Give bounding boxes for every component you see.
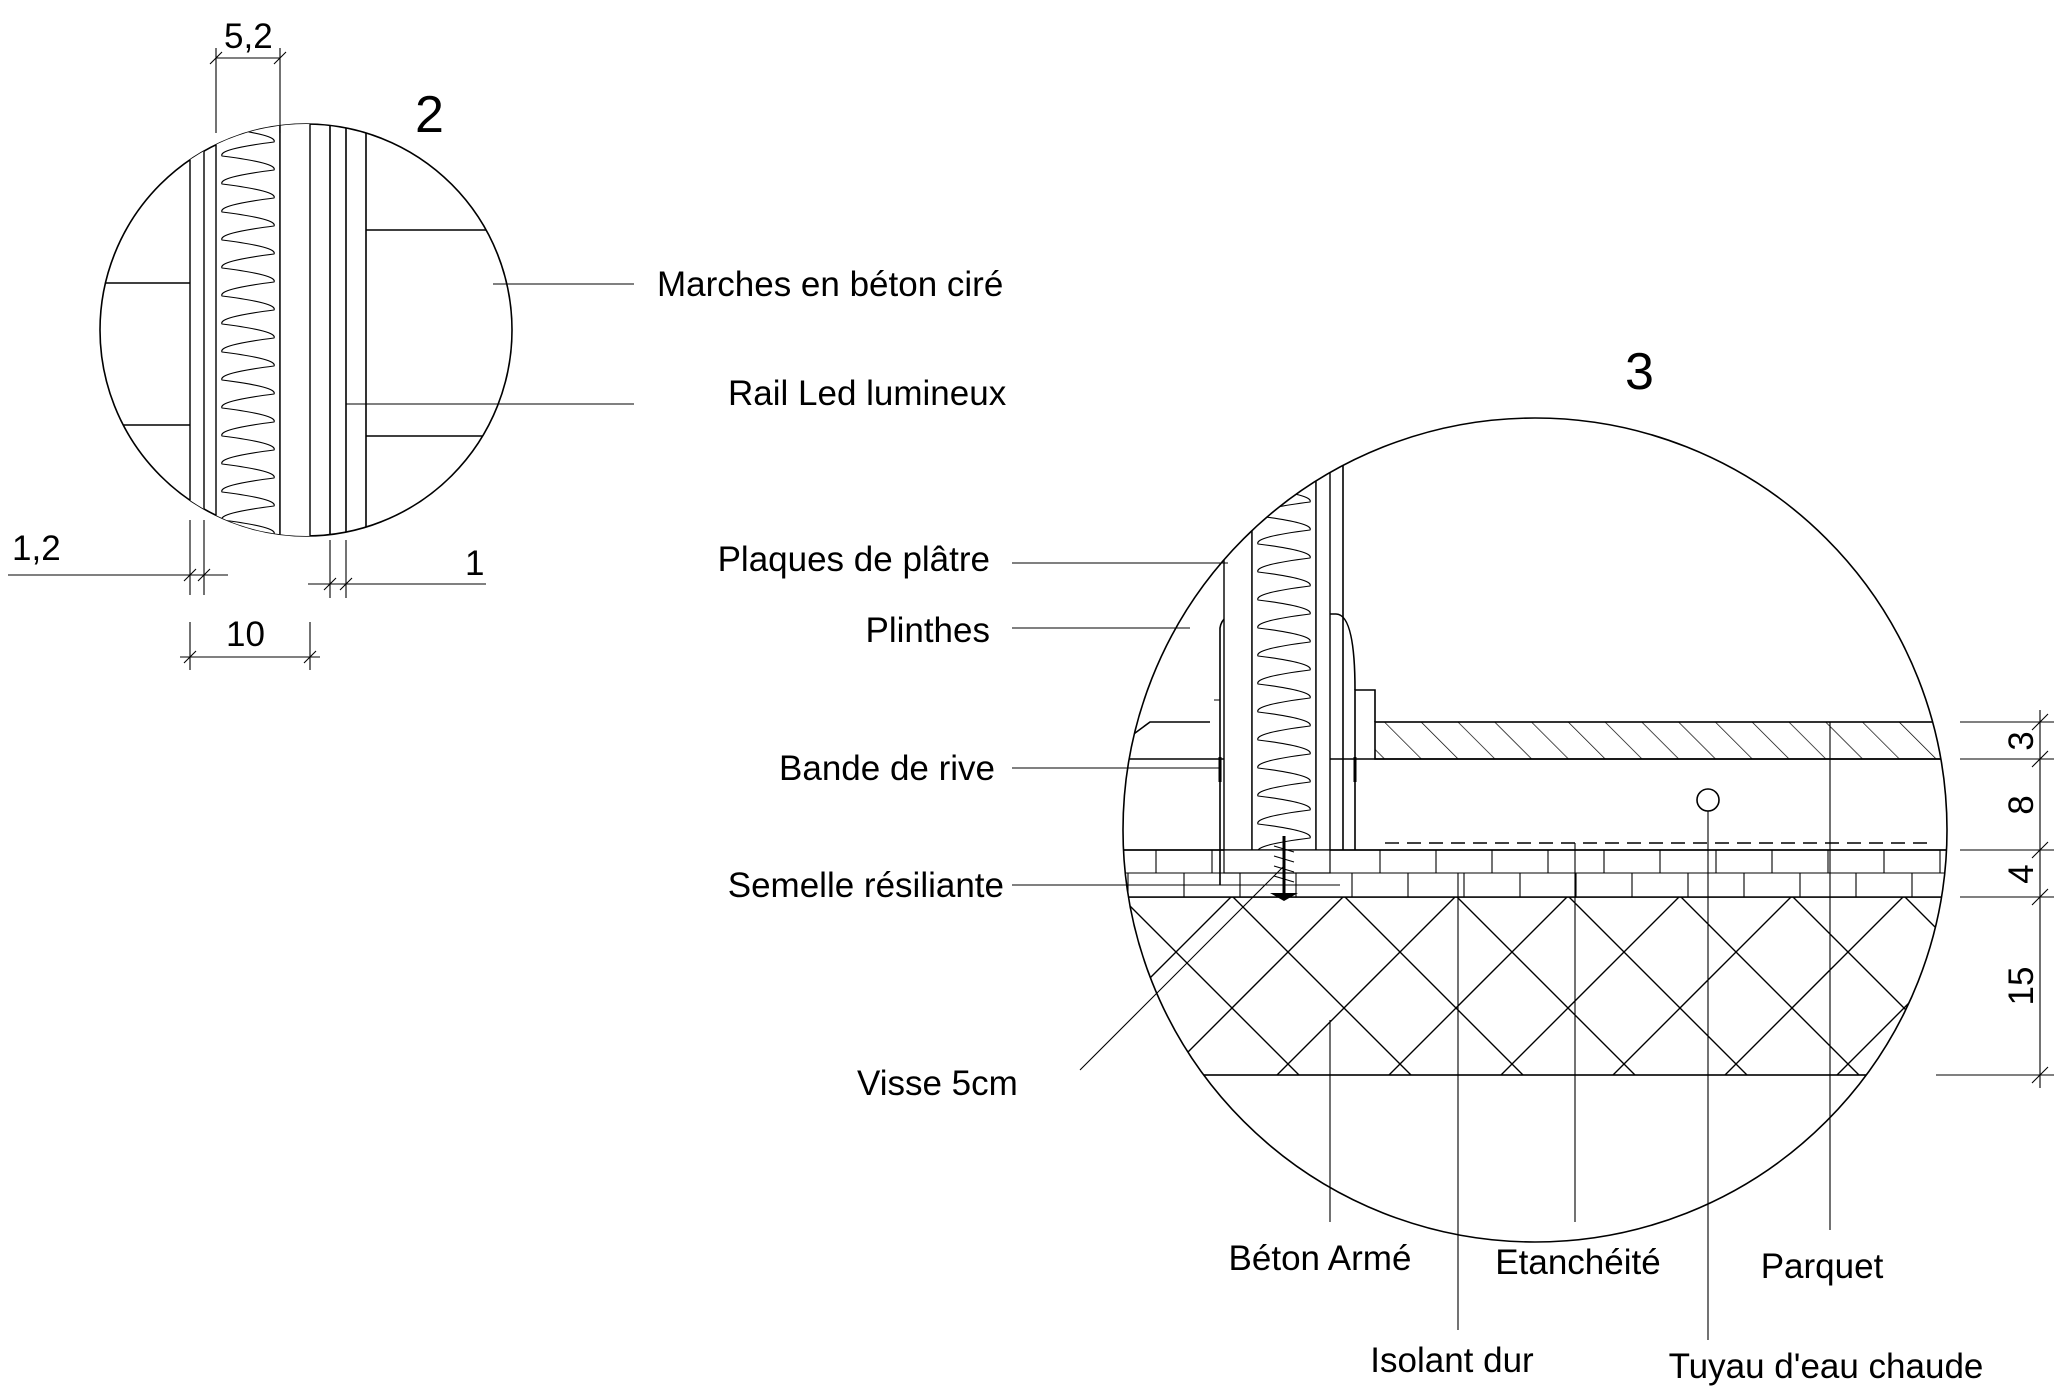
rigid-insulation-grid <box>1127 850 1941 897</box>
label-visse: Visse 5cm <box>857 1064 1018 1103</box>
detail-3: 3 <box>718 343 2054 1386</box>
leader-visse <box>1079 865 1285 1071</box>
parquet-layer <box>1374 721 1947 760</box>
plaster-board-left <box>1223 459 1253 851</box>
dim-1-2: 1,2 <box>8 520 228 595</box>
detail-2: 2 5,2 <box>8 17 1007 670</box>
resilient-sole <box>1223 849 1331 874</box>
label-semelle: Semelle résiliante <box>728 866 1004 905</box>
label-tuyau: Tuyau d'eau chaude <box>1669 1347 1984 1386</box>
plaster-board-left <box>189 124 205 536</box>
dim-label-1: 1 <box>465 544 484 583</box>
plaster-board-right <box>279 124 311 536</box>
dim-label-15: 15 <box>2002 967 2041 1006</box>
dim-label-3: 3 <box>2002 731 2041 750</box>
label-isolant-dur: Isolant dur <box>1370 1341 1534 1380</box>
dim-10: 10 <box>180 615 320 670</box>
skirting-right <box>1330 613 1356 691</box>
dim-label-10: 10 <box>226 615 265 654</box>
label-etancheite: Etanchéité <box>1495 1243 1660 1282</box>
detail-2-number: 2 <box>415 86 444 144</box>
label-plinthes: Plinthes <box>865 611 990 650</box>
detail-3-circle <box>1122 417 1948 1243</box>
label-marches-beton-cire: Marches en béton ciré <box>657 265 1003 304</box>
dim-label-8: 8 <box>2002 795 2041 814</box>
detail-2-wall-section <box>100 124 512 536</box>
insulation-pattern <box>1257 459 1311 853</box>
detail-3-floor-section <box>1123 459 1947 1076</box>
dim-label-1-2: 1,2 <box>12 529 61 568</box>
reinforced-concrete-slab <box>1123 896 1947 1076</box>
dim-label-5-2: 5,2 <box>224 17 273 56</box>
plaster-board-right <box>1315 459 1331 851</box>
dim-1: 1 <box>308 540 486 598</box>
label-beton-arme: Béton Armé <box>1229 1239 1412 1278</box>
label-plaques: Plaques de plâtre <box>718 540 990 579</box>
detail-3-dimension-chain: 3 8 4 15 <box>1936 710 2054 1088</box>
hot-water-pipe <box>1696 788 1720 812</box>
insulation-pattern <box>221 124 275 536</box>
dim-5-2: 5,2 <box>209 17 287 133</box>
label-bande: Bande de rive <box>779 749 995 788</box>
dim-label-4: 4 <box>2002 864 2041 883</box>
label-parquet: Parquet <box>1761 1247 1884 1286</box>
detail-3-number: 3 <box>1625 343 1654 401</box>
label-rail-led: Rail Led lumineux <box>728 374 1007 413</box>
